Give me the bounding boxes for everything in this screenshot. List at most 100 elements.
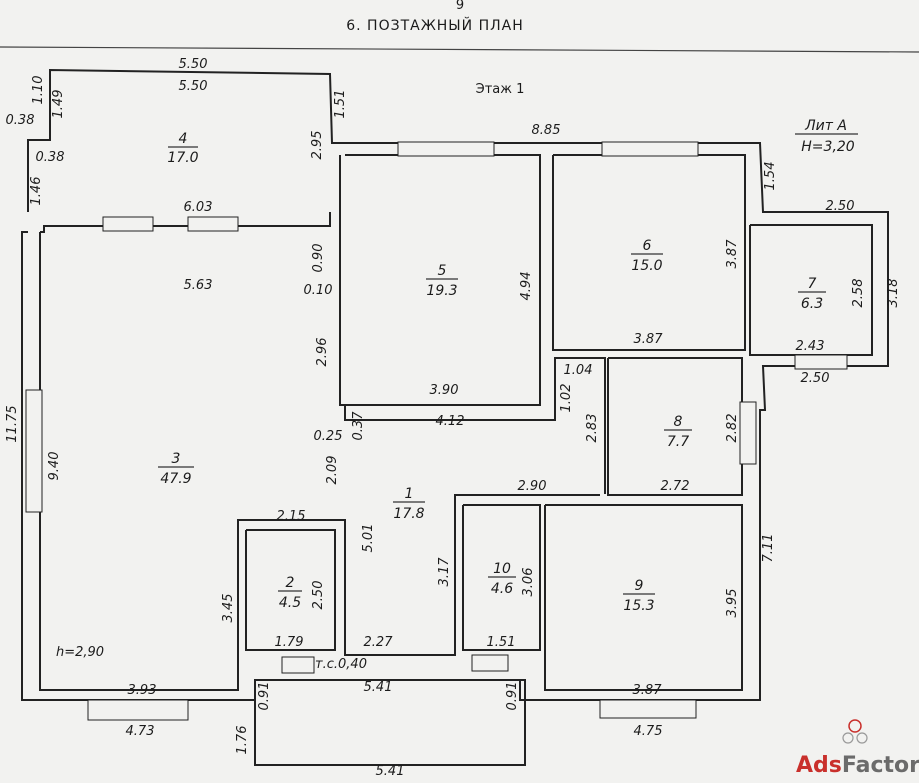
dimension-label: 0.10 bbox=[304, 283, 333, 298]
adsfactory-watermark: AdsFactory bbox=[796, 719, 919, 778]
window bbox=[739, 401, 757, 465]
dimension-label: 2.82 bbox=[725, 414, 740, 443]
dimension-label: 1.04 bbox=[564, 363, 593, 378]
dimension-label: 2.09 bbox=[325, 456, 340, 485]
window bbox=[102, 216, 154, 232]
room-area: 19.3 bbox=[426, 283, 457, 299]
dimension-label: 3.95 bbox=[725, 589, 740, 618]
dimension-label: 3.87 bbox=[634, 332, 664, 347]
dimension-label: 2.50 bbox=[311, 581, 326, 610]
dimension-label: 0.25 bbox=[314, 429, 343, 444]
room-number: 8 bbox=[674, 414, 683, 430]
dimension-label: 3.45 bbox=[221, 594, 236, 623]
dimension-label: 8.85 bbox=[532, 123, 561, 138]
dimension-label: 1.51 bbox=[333, 90, 348, 119]
dimension-label: 5.41 bbox=[364, 680, 393, 695]
dimension-label: 2.43 bbox=[796, 339, 825, 354]
dimension-label: 1.54 bbox=[763, 162, 778, 191]
room-number: 4 bbox=[179, 131, 188, 147]
dimension-label: 5.50 bbox=[179, 57, 208, 72]
dimension-label: 1.10 bbox=[31, 76, 46, 105]
room-number: 9 bbox=[635, 578, 644, 594]
height-label: Н=3,20 bbox=[801, 139, 855, 155]
room-area: 17.8 bbox=[393, 506, 424, 522]
room-area: 47.9 bbox=[160, 471, 191, 487]
dimension-label: 2.58 bbox=[851, 279, 866, 308]
dimension-label: 1.76 bbox=[235, 726, 250, 755]
dimension-label: 0.38 bbox=[6, 113, 35, 128]
header-divider bbox=[0, 46, 919, 53]
dimension-label: 2.90 bbox=[518, 479, 547, 494]
dimension-label: 5.63 bbox=[184, 278, 213, 293]
dimension-label: 0.91 bbox=[257, 682, 272, 711]
dimension-label: 2.27 bbox=[364, 635, 394, 650]
window bbox=[397, 141, 495, 157]
window bbox=[599, 699, 697, 719]
dimension-label: 0.37 bbox=[351, 411, 366, 441]
dimension-label: 4.75 bbox=[634, 724, 663, 739]
dimension-label: 3.90 bbox=[430, 383, 459, 398]
dimension-label: 9.40 bbox=[47, 452, 62, 481]
room-area: 17.0 bbox=[167, 150, 198, 166]
dimension-label: 1.49 bbox=[51, 90, 66, 119]
window bbox=[601, 141, 699, 157]
dimension-label: 2.83 bbox=[585, 414, 600, 443]
dimension-label: 4.12 bbox=[436, 414, 465, 429]
watermark-text: AdsFactory bbox=[796, 753, 919, 778]
room-labels: 4 17.0 5 19.3 6 15.0 7 6.3 8 7.7 3 47.9 … bbox=[158, 131, 826, 614]
room-number: 10 bbox=[493, 561, 511, 577]
room-area: 7.7 bbox=[667, 434, 689, 450]
room-number: 1 bbox=[405, 486, 414, 502]
section-title: 6. ПОЗТАЖНЫЙ ПЛАН bbox=[346, 16, 524, 34]
room-number: 3 bbox=[172, 451, 181, 467]
room-area: 4.5 bbox=[279, 595, 301, 611]
dimension-label: 2.96 bbox=[315, 338, 330, 367]
dimension-label: 3.93 bbox=[128, 683, 157, 698]
dimension-label: 2.72 bbox=[661, 479, 690, 494]
dimension-label: 2.50 bbox=[801, 371, 830, 386]
floor-label: Этаж 1 bbox=[476, 82, 525, 97]
dimension-label: 2.15 bbox=[277, 509, 306, 524]
window bbox=[794, 354, 848, 370]
dimension-label: 1.51 bbox=[487, 635, 516, 650]
window bbox=[187, 216, 239, 232]
window bbox=[471, 654, 509, 672]
window bbox=[281, 656, 315, 674]
dimension-label: 5.01 bbox=[361, 524, 376, 553]
dimension-label: 4.94 bbox=[519, 272, 534, 301]
lit-label: Лит А bbox=[804, 118, 847, 134]
dimension-label: 1.79 bbox=[275, 635, 304, 650]
dimension-labels: 5.50 5.50 1.10 1.49 0.38 0.38 1.51 2.95 … bbox=[5, 57, 901, 779]
dimension-label: 2.95 bbox=[310, 131, 325, 160]
room-number: 5 bbox=[438, 263, 447, 279]
room-number: 7 bbox=[808, 276, 817, 292]
tc-note: т.с.0,40 bbox=[315, 657, 367, 672]
dimension-label: 3.87 bbox=[725, 239, 740, 269]
dimension-label: 1.02 bbox=[559, 384, 574, 413]
ceiling-height-note: h=2,90 bbox=[56, 645, 104, 660]
page-number: 9 bbox=[456, 0, 464, 13]
dimension-label: 7.11 bbox=[761, 534, 776, 563]
dimension-label: 0.90 bbox=[311, 244, 326, 273]
dimension-label: 5.41 bbox=[376, 764, 405, 779]
room-number: 6 bbox=[643, 238, 652, 254]
room-area: 6.3 bbox=[801, 296, 823, 312]
dimension-label: 2.50 bbox=[826, 199, 855, 214]
room-area: 15.3 bbox=[623, 598, 654, 614]
dimension-label: 0.91 bbox=[505, 682, 520, 711]
window bbox=[87, 699, 189, 721]
dimension-label: 3.18 bbox=[886, 279, 901, 308]
room-area: 15.0 bbox=[631, 258, 662, 274]
windows bbox=[25, 141, 848, 721]
dimension-label: 11.75 bbox=[5, 405, 20, 442]
watermark-flower-icon bbox=[848, 719, 862, 733]
dimension-label: 4.73 bbox=[126, 724, 155, 739]
dimension-label: 3.06 bbox=[521, 568, 536, 597]
window bbox=[25, 389, 43, 513]
dimension-label: 6.03 bbox=[184, 200, 213, 215]
dimension-label: 3.87 bbox=[633, 683, 663, 698]
dimension-label: 0.38 bbox=[36, 150, 65, 165]
room-area: 4.6 bbox=[491, 581, 513, 597]
